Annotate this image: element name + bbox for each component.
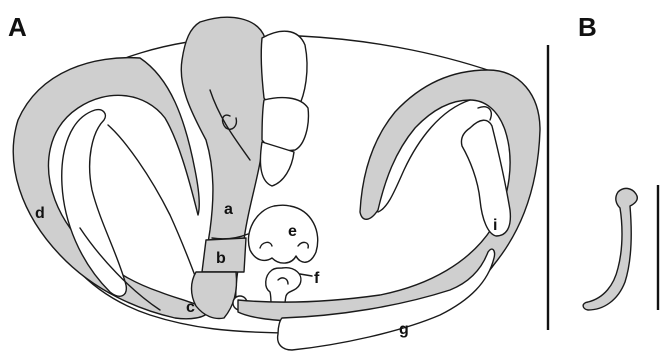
label-i: i xyxy=(493,217,497,234)
label-g: g xyxy=(399,321,409,338)
panel-letter-b: B xyxy=(578,12,597,42)
label-a: a xyxy=(224,201,233,218)
label-c: c xyxy=(186,299,195,316)
appendage-i-upper xyxy=(478,107,491,120)
structure-f-leader xyxy=(300,274,312,276)
appendage-i xyxy=(461,120,510,236)
label-b: b xyxy=(216,250,226,267)
label-f: f xyxy=(314,270,320,287)
hook-structure xyxy=(583,188,637,310)
label-d: d xyxy=(35,205,45,222)
left-inner-appendage xyxy=(62,110,127,297)
structure-e xyxy=(248,205,317,263)
label-e: e xyxy=(288,223,297,240)
middle-white-lobe xyxy=(262,98,308,151)
panel-letter-a: A xyxy=(8,12,27,42)
